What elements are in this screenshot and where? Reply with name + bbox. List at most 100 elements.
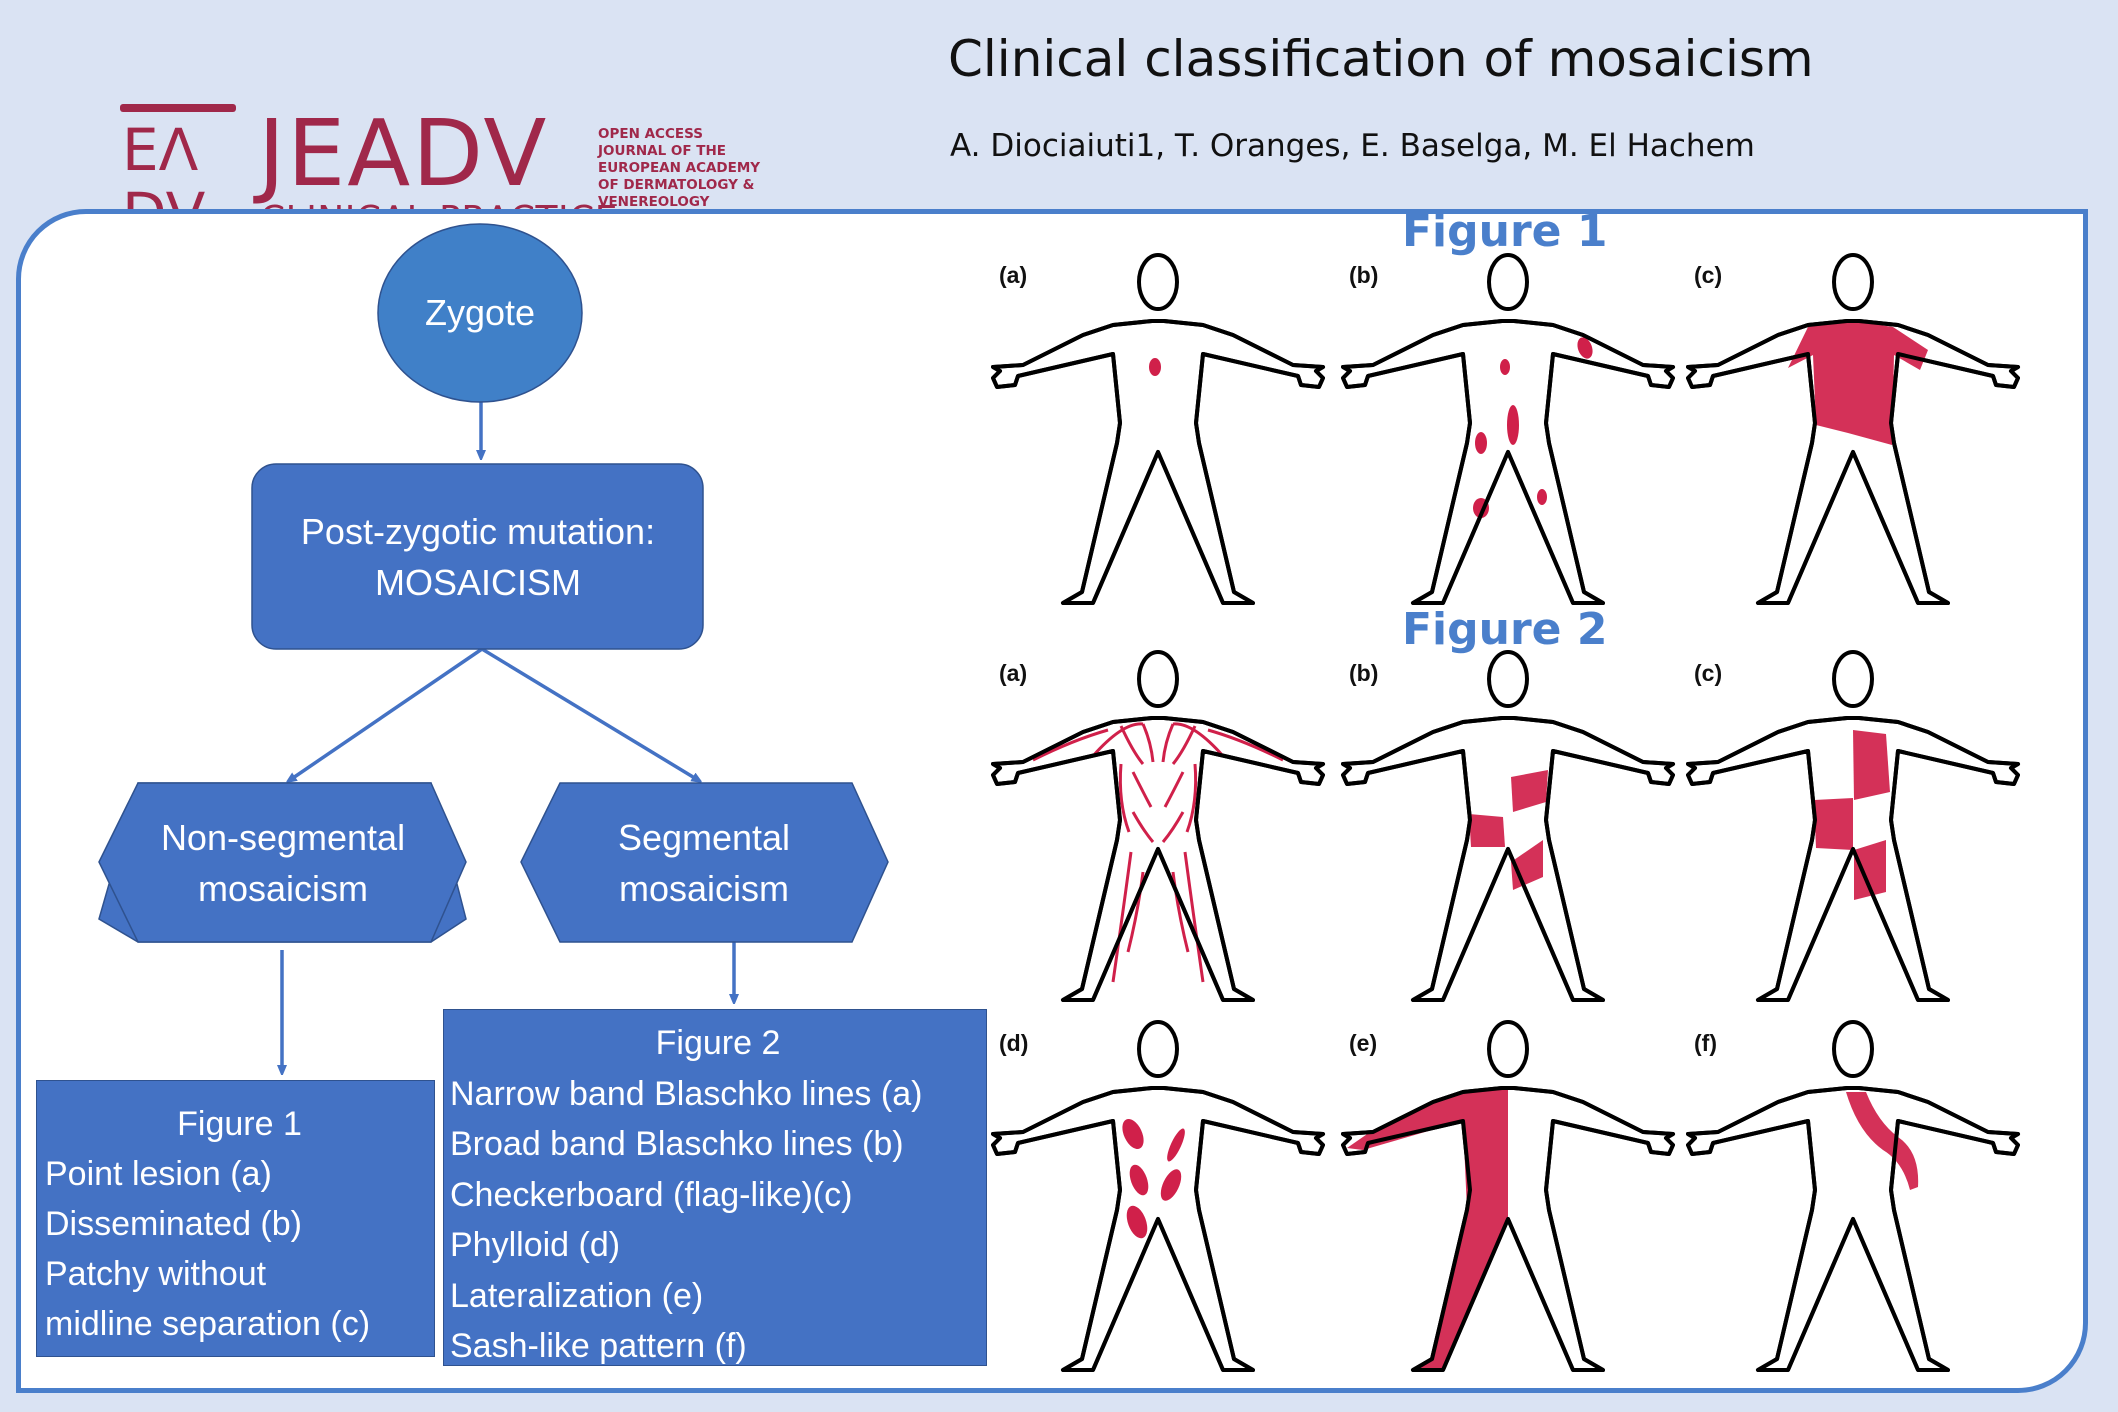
figure1-list-box: Figure 1 Point lesion (a) Disseminated (… (36, 1080, 435, 1357)
tagline-line: EUROPEAN ACADEMY (598, 160, 761, 176)
lesion-mark (1149, 358, 1161, 376)
lesion-mark (1131, 771, 1153, 808)
figure1-heading: Figure 1 (1402, 206, 1608, 257)
head-outline (1487, 650, 1529, 708)
list-item: Checkerboard (flag-like)(c) (450, 1175, 853, 1214)
head-outline (1832, 650, 1874, 708)
lesion-mark (1475, 432, 1487, 454)
body-outline (991, 1086, 1325, 1372)
body-outline-stroke (1341, 1086, 1675, 1372)
lesion-mark (1126, 1205, 1148, 1239)
figure2-panel-checkerboard (1686, 650, 2020, 1002)
lesion-mark (1185, 763, 1198, 833)
lesion-pattern-point-lesion (1149, 358, 1161, 376)
list-item: Patchy without (45, 1255, 267, 1293)
lesion-mark (1207, 728, 1284, 762)
body-outline-stroke (991, 716, 1325, 1002)
logo-name: JEADV (258, 100, 549, 207)
lesion-pattern-phylloid (1122, 1119, 1185, 1239)
panel-label: (b) (1349, 660, 1379, 686)
head-outline (1137, 650, 1179, 708)
panel-label: (e) (1349, 1030, 1378, 1056)
figure1-box-heading: Figure 1 (177, 1105, 302, 1143)
tagline-line: JOURNAL OF THE (598, 143, 727, 159)
lesion-mark (1111, 851, 1133, 983)
lesion-mark (1131, 811, 1155, 843)
lesion-mark (1172, 722, 1225, 757)
body-outline (991, 716, 1325, 1002)
lesion-pattern-disseminated (1473, 337, 1593, 518)
list-item: Disseminated (b) (45, 1205, 302, 1243)
list-item: midline separation (c) (45, 1305, 371, 1343)
lesion-mark (1537, 489, 1547, 505)
figure1-panel-patchy (1686, 253, 2020, 605)
lesion-mark (1122, 1119, 1144, 1149)
lesion-mark (1846, 1092, 1919, 1190)
panel-label: (f) (1694, 1030, 1717, 1056)
list-item: Sash-like pattern (f) (450, 1327, 747, 1365)
lesion-mark (1511, 770, 1548, 812)
body-outline-stroke (991, 319, 1325, 605)
logo-mark-top: EΛ (122, 116, 199, 184)
figure1-panel-point-lesion (991, 253, 1325, 605)
lesion-mark (1163, 771, 1185, 808)
lesion-mark (1126, 871, 1145, 953)
lesion-pattern-checkerboard (1814, 730, 1890, 900)
lesion-mark (1167, 1128, 1185, 1162)
head-outline (1832, 253, 1874, 311)
panel-label: (a) (999, 660, 1028, 686)
lesion-mark (1161, 811, 1185, 843)
lesion-mark (1119, 725, 1145, 765)
lesion-mark (1577, 337, 1593, 359)
list-item: Point lesion (a) (45, 1155, 272, 1193)
lesion-mark (1183, 851, 1205, 983)
list-item: Broad band Blaschko lines (b) (450, 1125, 904, 1163)
body-outline-stroke (1686, 716, 2020, 1002)
lesion-mark (1854, 840, 1886, 900)
tagline-line: VENEREOLOGY (598, 194, 710, 210)
figure2-panel-narrow-blaschko (991, 650, 1325, 1002)
figure2-panel-lateralization (1341, 1020, 1675, 1372)
figure2-panel-sash-like (1686, 1020, 2020, 1372)
figure2-panel-broad-blaschko (1341, 650, 1675, 1002)
panel-label: (c) (1694, 660, 1723, 686)
figure2-box-heading: Figure 2 (655, 1024, 781, 1062)
lesion-pattern-narrow-blaschko (1032, 722, 1284, 983)
list-item: Lateralization (e) (450, 1276, 704, 1315)
authors: A. Diociaiuti1, T. Oranges, E. Baselga, … (950, 128, 1755, 164)
panel-label: (b) (1349, 262, 1379, 288)
body-outline-stroke (991, 1086, 1325, 1372)
body-outline (1686, 716, 2020, 1002)
body-outline-stroke (1686, 1086, 2020, 1372)
lesion-mark (1161, 723, 1175, 763)
body-outline-stroke (1341, 716, 1675, 1002)
lesion-mark (1118, 763, 1131, 833)
panel-label: (c) (1694, 262, 1723, 288)
tagline-line: OF DERMATOLOGY & (598, 177, 755, 193)
list-item: Narrow band Blaschko lines (a) (450, 1074, 923, 1113)
body-outline-stroke (1341, 319, 1675, 605)
lesion-mark (1788, 321, 1928, 445)
head-outline (1487, 1020, 1529, 1078)
figure1-panel-disseminated (1341, 253, 1675, 605)
body-outline (1341, 716, 1675, 1002)
lesion-mark (1507, 405, 1519, 445)
head-outline (1137, 1020, 1179, 1078)
head-outline (1487, 253, 1529, 311)
page-title: Clinical classification of mosaicism (948, 30, 1814, 88)
panel-label: (a) (999, 262, 1028, 288)
head-outline (1832, 1020, 1874, 1078)
lesion-pattern-sash-like (1846, 1092, 1919, 1190)
tagline-line: OPEN ACCESS (598, 126, 703, 142)
figure2-list-box: Figure 2 Narrow band Blaschko lines (a) … (443, 1009, 987, 1366)
figure2-panel-phylloid (991, 1020, 1325, 1372)
logo-tagline: OPEN ACCESS JOURNAL OF THE EUROPEAN ACAD… (598, 126, 760, 211)
lesion-mark (1171, 871, 1190, 953)
body-outline (1686, 1086, 2020, 1372)
list-item: Phylloid (d) (450, 1226, 621, 1264)
lesion-mark (1141, 723, 1155, 763)
lesion-mark (1032, 728, 1109, 762)
body-outline-stroke (1686, 319, 2020, 605)
lesion-mark (1091, 722, 1144, 757)
lesion-mark (1129, 1164, 1149, 1196)
